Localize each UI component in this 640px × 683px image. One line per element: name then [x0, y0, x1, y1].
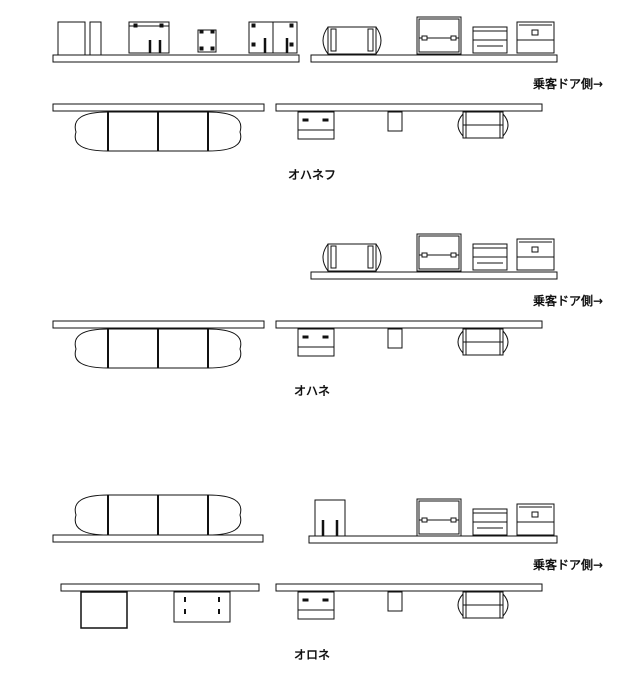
orone-water-tank: [74, 494, 242, 536]
ohanefu-control-box-upper: [472, 26, 508, 54]
ohanefu-box-narrow: [89, 21, 102, 56]
ohanefu-water-tank: [74, 111, 242, 152]
ohane-frame-upper-right: [310, 271, 558, 280]
ohane-transformer-box-upper: [516, 238, 555, 271]
ohane-control-box-upper: [472, 243, 508, 271]
orone-equipment-box-upper: [314, 499, 346, 537]
ohane-water-tank: [74, 328, 242, 369]
orone-battery-box-upper: [416, 498, 462, 537]
orone-transformer-box-upper: [516, 503, 555, 536]
door-side-label-1: 乗客ドア側→: [533, 77, 604, 91]
ohanefu-equipment-box-a: [128, 21, 170, 54]
door-side-label-2: 乗客ドア側→: [533, 294, 604, 308]
orone-lower-box-bracket: [173, 591, 231, 623]
orone-control-box-upper: [472, 508, 508, 536]
ohane-battery-box-upper: [416, 233, 462, 272]
orone-lower-box: [297, 591, 335, 620]
ohanefu-equipment-box-c: [248, 21, 298, 54]
ohanefu-frame-lower-left: [52, 103, 265, 112]
ohanefu-transformer-box-upper: [516, 21, 555, 54]
ohane-drawing: [52, 233, 558, 369]
orone-small-box: [387, 591, 403, 612]
ohane-frame-lower-right: [275, 320, 543, 329]
car-name-ohane: オハネ: [294, 384, 331, 398]
door-side-label-3: 乗客ドア側→: [533, 558, 604, 572]
car-name-ohanefu: オハネフ: [288, 168, 337, 182]
ohanefu-air-tank-upper: [322, 26, 382, 55]
ohane-small-box: [387, 328, 403, 349]
ohane-air-tank-lower: [457, 328, 509, 356]
ohanefu-frame-upper-left: [52, 54, 300, 63]
ohane-air-tank-upper: [322, 243, 382, 272]
orone-frame-lower-right: [275, 583, 543, 592]
orone-lower-box-large: [80, 591, 128, 629]
orone-frame-upper-left: [52, 534, 264, 543]
orone-frame-lower-left: [60, 583, 260, 592]
ohanefu-battery-box-upper: [416, 16, 462, 55]
orone-air-tank-lower: [457, 591, 509, 619]
ohanefu-frame-lower-right: [275, 103, 543, 112]
ohanefu-box-large: [57, 21, 86, 56]
ohanefu-lower-box: [297, 111, 335, 140]
ohanefu-frame-upper-right: [310, 54, 558, 63]
ohanefu-small-box: [387, 111, 403, 132]
ohane-lower-box: [297, 328, 335, 357]
orone-drawing: [52, 494, 558, 629]
orone-frame-upper-right: [308, 535, 558, 544]
ohanefu-air-tank-lower: [457, 111, 509, 139]
ohanefu-drawing: [52, 16, 558, 152]
ohanefu-equipment-box-b: [197, 29, 217, 53]
car-name-orone: オロネ: [294, 648, 331, 662]
ohane-frame-lower-left: [52, 320, 265, 329]
